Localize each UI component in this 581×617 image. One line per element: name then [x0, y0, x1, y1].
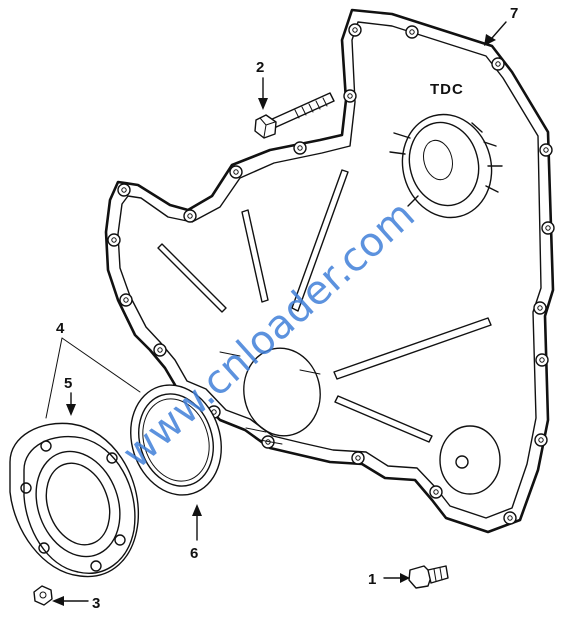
callout-3: 3 [92, 595, 100, 612]
callout-7: 7 [510, 5, 518, 22]
oil-seal [130, 384, 222, 496]
lower-boss [439, 425, 501, 495]
crank-opening [219, 347, 321, 445]
callout-6: 6 [190, 545, 198, 562]
callout-4: 4 [56, 320, 65, 337]
cover-bolt-bosses [107, 23, 555, 525]
cover-screw [408, 565, 449, 589]
timing-window: TDC [389, 81, 503, 219]
cover-ribs [157, 169, 492, 443]
cover-bolt [254, 92, 335, 139]
callout-2: 2 [256, 59, 264, 76]
nut [33, 585, 53, 606]
callout-1: 1 [368, 571, 376, 588]
tdc-mark: TDC [430, 81, 464, 98]
leader-lines [45, 21, 507, 606]
watermark-text: www.cnloader.com [114, 192, 424, 477]
seal-carrier [9, 422, 140, 578]
callout-labels: 2 7 1 3 4 5 6 [56, 5, 518, 612]
callout-5: 5 [64, 375, 72, 392]
